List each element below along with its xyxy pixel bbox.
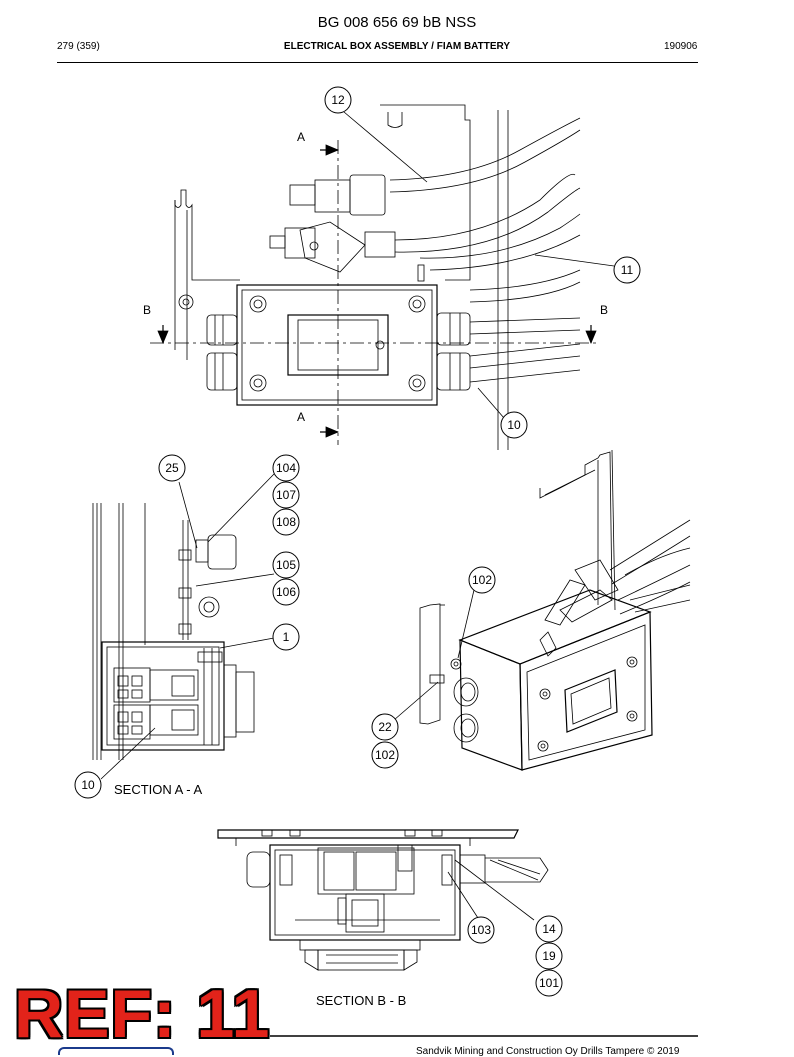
header-rule (57, 62, 698, 63)
callout-19 (535, 942, 563, 970)
callout-22 (371, 713, 399, 741)
callout-10-section-text: 10 (81, 778, 95, 792)
callout-14 (535, 915, 563, 943)
callout-102-upper (468, 566, 496, 594)
callout-107-text: 107 (276, 488, 296, 502)
callout-12 (324, 86, 352, 114)
callout-11 (613, 256, 641, 284)
callout-1 (272, 623, 300, 651)
section-b-view (217, 829, 549, 971)
footer-copyright: Sandvik Mining and Construction Oy Drill… (416, 1046, 680, 1057)
callout-104 (272, 454, 300, 482)
callout-102-lower (371, 741, 399, 769)
section-aa-label: SECTION A - A (114, 782, 202, 797)
callout-10-top (500, 411, 528, 439)
callout-106 (272, 578, 300, 606)
section-marks: A A B B (143, 130, 608, 424)
section-mark-b-right: B (600, 303, 608, 317)
callout-10-top-text: 10 (507, 418, 521, 432)
callout-25 (158, 454, 186, 482)
callout-105-text: 105 (276, 558, 296, 572)
callout-108 (272, 508, 300, 536)
section-bb-label: SECTION B - B (316, 993, 406, 1008)
callout-106-text: 106 (276, 585, 296, 599)
section-mark-a-bottom: A (297, 410, 305, 424)
callout-10-section (74, 771, 102, 799)
document-number: BG 008 656 69 bB NSS (317, 14, 477, 31)
callout-25-text: 25 (165, 461, 179, 475)
perspective-view (419, 449, 691, 771)
logo-fragment (58, 1047, 174, 1055)
callout-22-text: 22 (378, 720, 392, 734)
section-mark-b-left: B (143, 303, 151, 317)
callout-101 (535, 969, 563, 997)
callout-bubbles (74, 86, 641, 997)
page-title: ELECTRICAL BOX ASSEMBLY / FIAM BATTERY (283, 41, 511, 52)
page-number: 279 (359) (57, 41, 100, 52)
revision-date: 190906 (664, 41, 698, 52)
callout-103 (467, 916, 495, 944)
callout-1-text: 1 (283, 630, 290, 644)
reference-stamp: REF: 11 (14, 976, 271, 1052)
callout-102-upper-text: 102 (472, 573, 492, 587)
top-view (150, 104, 600, 450)
callout-103-text: 103 (471, 923, 491, 937)
callout-14-text: 14 (542, 922, 556, 936)
callout-12-text: 12 (331, 93, 345, 107)
section-mark-a-top: A (297, 130, 305, 144)
callout-101-text: 101 (539, 976, 559, 990)
callout-107 (272, 481, 300, 509)
callout-11-text: 11 (621, 263, 634, 277)
callout-108-text: 108 (276, 515, 296, 529)
callout-102-lower-text: 102 (375, 748, 395, 762)
callout-numbers: 12 11 10 25 104 107 108 105 106 1 10 102… (81, 93, 633, 990)
callout-19-text: 19 (542, 949, 556, 963)
callout-105 (272, 551, 300, 579)
callout-104-text: 104 (276, 461, 296, 475)
section-a-view (92, 503, 255, 760)
